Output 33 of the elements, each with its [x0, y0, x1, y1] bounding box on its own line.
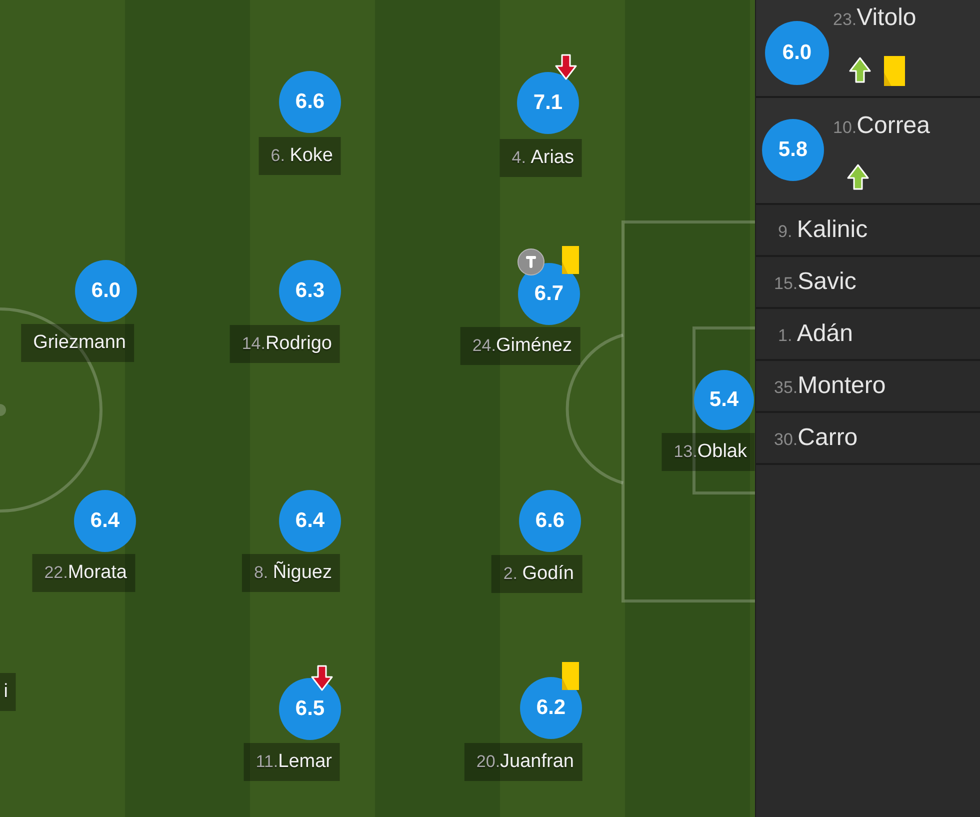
player-name: 23.Vitolo [833, 4, 916, 33]
player-name: 10.Correa [833, 112, 930, 141]
player-name-tag: 24.Giménez [460, 327, 580, 365]
rating-circle: 6.3 [279, 260, 341, 322]
rating-circle: 6.6 [279, 71, 341, 133]
substitute-row [756, 98, 980, 205]
player-name-tag: 8. Ñiguez [242, 554, 340, 592]
player-name-tag: Griezmann [21, 324, 134, 362]
player-name: 15.Savic [774, 268, 856, 297]
rating-circle: 5.8 [762, 119, 824, 181]
rating-circle: 6.0 [765, 21, 829, 85]
player-name-tag: 2. Godín [491, 555, 582, 593]
player-name-tag: 6. Koke [258, 137, 341, 175]
player-name-tag: 14.Rodrigo [230, 325, 340, 363]
player-name-tag: i [0, 673, 16, 711]
rating-circle: 6.2 [520, 677, 582, 739]
player-name-tag: 4. Arias [500, 139, 582, 177]
player-name-tag: 11.Lemar [244, 743, 340, 781]
rating-circle: 7.1 [517, 72, 579, 134]
rating-circle: 5.4 [694, 370, 754, 430]
substitute-row [756, 0, 980, 98]
player-name-tag: 13.Oblak [662, 433, 755, 471]
rating-circle: 6.4 [279, 490, 341, 552]
player-name: 30.Carro [774, 424, 858, 453]
player-name-tag: 22.Morata [32, 554, 135, 592]
player-name: 1. Adán [778, 320, 853, 349]
player-name-tag: 20.Juanfran [464, 743, 582, 781]
rating-circle: 6.5 [279, 678, 341, 740]
player-name: 35.Montero [774, 372, 886, 401]
player-name: 9. Kalinic [778, 216, 868, 245]
rating-circle: 6.4 [74, 490, 136, 552]
rating-circle: 6.0 [75, 260, 137, 322]
rating-circle: 6.6 [519, 490, 581, 552]
